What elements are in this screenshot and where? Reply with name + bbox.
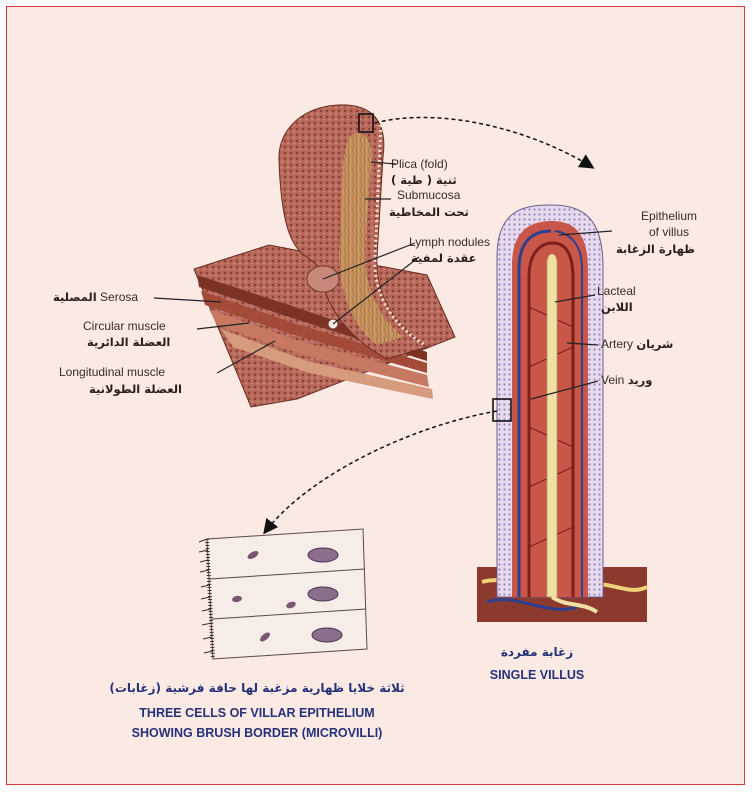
lacteal-label-en: Lacteal <box>597 284 636 298</box>
artery-label-ar: شريان <box>636 337 673 351</box>
submucosa-label-en: Submucosa <box>397 188 460 202</box>
figure-frame: Plica (fold) ثنية ( طية ) Submucosa تحت … <box>6 6 745 785</box>
vein-label: Vein وريد <box>601 373 652 388</box>
cells-caption-ar: ثلاثة خلايا ظهارية مزغبة لها حافة فرشية … <box>97 681 417 695</box>
lacteal-label-ar: اللابن <box>601 300 633 315</box>
serosa-label-en: Serosa <box>100 290 138 304</box>
villus-caption-ar: زغابة مفردة <box>447 645 627 659</box>
epithelial-cells-illustration <box>199 529 367 659</box>
cells-caption-en-1: THREE CELLS OF VILLAR EPITHELIUM <box>67 705 447 722</box>
epithelium-label-ar: ظهارة الزغابة <box>599 242 695 257</box>
plica-label: Plica (fold) <box>391 157 448 171</box>
artery-label: Artery شريان <box>601 337 673 352</box>
vein-label-en: Vein <box>601 373 624 387</box>
longitudinal-muscle-label-ar: العضلة الطولانية <box>89 382 182 397</box>
submucosa-label-ar: تحت المخاطية <box>389 205 469 220</box>
epithelium-label-en-1: Epithelium <box>607 209 697 223</box>
circular-muscle-label-en: Circular muscle <box>83 319 166 333</box>
plica-label-ar: ثنية ( طية ) <box>391 173 457 188</box>
serosa-label: المصلية Serosa <box>53 290 138 305</box>
serosa-label-ar: المصلية <box>53 290 97 304</box>
cells-caption-en-2: SHOWING BRUSH BORDER (MICROVILLI) <box>67 725 447 742</box>
lymph-nodules-label-en: Lymph nodules <box>409 235 490 249</box>
lymph-nodules-label-ar: عقدة لمفية <box>411 251 477 266</box>
villus-illustration <box>477 205 647 622</box>
artery-label-en: Artery <box>601 337 633 351</box>
villus-caption-en: SINGLE VILLUS <box>447 667 627 684</box>
epithelium-label-en-2: of villus <box>607 225 689 239</box>
longitudinal-muscle-label-en: Longitudinal muscle <box>59 365 165 379</box>
circular-muscle-label-ar: العضلة الدائرية <box>87 335 170 350</box>
vein-label-ar: وريد <box>628 373 653 387</box>
plica-label-en: Plica (fold) <box>391 157 448 171</box>
